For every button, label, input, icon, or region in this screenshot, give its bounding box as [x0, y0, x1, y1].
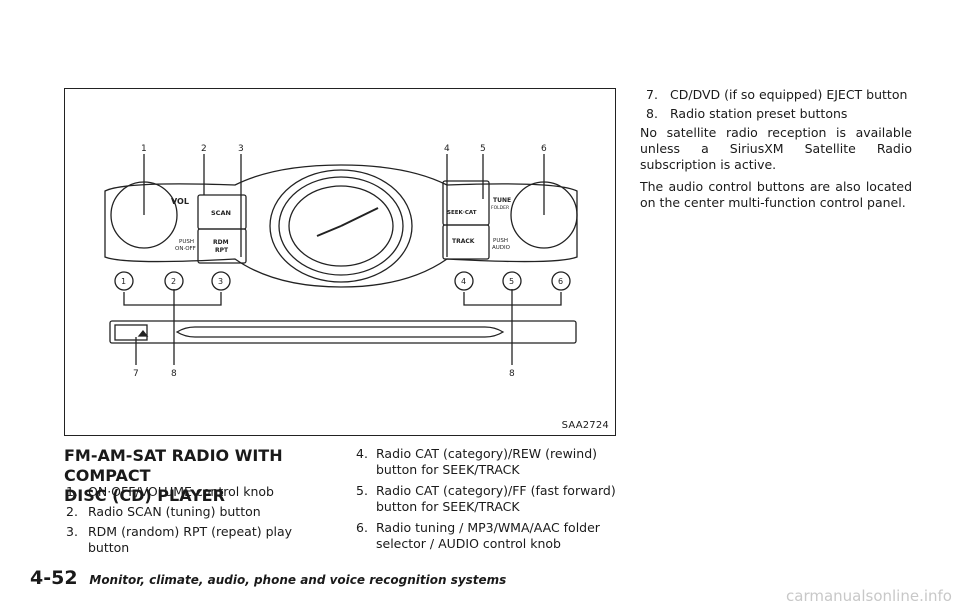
- list-item-text: Radio SCAN (tuning) button: [88, 504, 261, 519]
- rpt-label: RPT: [215, 247, 229, 254]
- list-item: 4. Radio CAT (category)/REW (rewind) butt…: [356, 446, 618, 478]
- folder-label: FOLDER: [491, 205, 509, 211]
- section-title: FM-AM-SAT RADIO WITH COMPACT DISC (CD) P…: [64, 446, 344, 506]
- track-label: TRACK: [452, 238, 475, 245]
- vol-label: VOL: [171, 197, 189, 206]
- callout-5: 5: [480, 144, 486, 154]
- list-item: 8. Radio station preset buttons: [640, 106, 912, 122]
- list-item-number: 2.: [66, 504, 78, 519]
- preset-6-label: 6: [558, 277, 563, 286]
- list-item: 5. Radio CAT (category)/FF (fast forward)…: [356, 483, 618, 515]
- list-item-number: 7.: [646, 87, 658, 102]
- callout-8-right: 8: [509, 369, 515, 379]
- radio-figure: 1 2 3 4 5 6 1 2 3 4 5 6 7 8 8 VOL PUSH O…: [64, 88, 616, 436]
- callout-7: 7: [133, 369, 139, 379]
- watermark: carmanualsonline.info: [786, 587, 952, 605]
- list-item: 1. ON·OFF/VOLUME control knob: [66, 484, 336, 500]
- figure-code: SAA2724: [561, 420, 609, 431]
- list-item: 2. Radio SCAN (tuning) button: [66, 504, 336, 520]
- tune-label: TUNE: [493, 197, 511, 204]
- list-item: 7. CD/DVD (if so equipped) EJECT button: [640, 87, 912, 103]
- list-item-text: ON·OFF/VOLUME control knob: [88, 484, 274, 499]
- satellite-note: No satellite radio reception is availabl…: [640, 125, 912, 172]
- list-item-text: Radio CAT (category)/FF (fast forward) b…: [376, 483, 616, 514]
- preset-3-label: 3: [218, 277, 223, 286]
- section-title-line-2: DISC (CD) PLAYER: [64, 486, 225, 505]
- control-panel-note: The audio control buttons are also locat…: [640, 179, 912, 210]
- callout-6: 6: [541, 144, 547, 154]
- list-item-text: Radio CAT (category)/REW (rewind) button…: [376, 446, 598, 477]
- list-item-text: CD/DVD (if so equipped) EJECT button: [670, 87, 908, 102]
- section-title-line-1: FM-AM-SAT RADIO WITH COMPACT: [64, 446, 283, 485]
- list-item-text: Radio station preset buttons: [670, 106, 848, 121]
- footer-text: Monitor, climate, audio, phone and voice…: [89, 573, 507, 587]
- callout-4: 4: [444, 144, 450, 154]
- callout-3: 3: [238, 144, 244, 154]
- preset-2-label: 2: [171, 277, 176, 286]
- page-footer: 4-52 Monitor, climate, audio, phone and …: [30, 567, 506, 589]
- list-item-number: 4.: [356, 446, 368, 461]
- callout-2: 2: [201, 144, 207, 154]
- list-item-number: 5.: [356, 483, 368, 498]
- list-item: 3. RDM (random) RPT (repeat) play button: [66, 524, 336, 556]
- preset-5-label: 5: [509, 277, 514, 286]
- audio-label: AUDIO: [492, 245, 511, 251]
- preset-4-label: 4: [461, 277, 466, 286]
- push-label-left: PUSH: [179, 239, 194, 245]
- list-item-text: Radio tuning / MP3/WMA/AAC folder select…: [376, 520, 600, 551]
- feature-list-middle: 4. Radio CAT (category)/REW (rewind) butt…: [356, 446, 618, 557]
- list-item-number: 1.: [66, 484, 78, 499]
- list-item-number: 3.: [66, 524, 78, 539]
- scan-label: SCAN: [211, 209, 231, 217]
- page-number: 4-52: [30, 567, 78, 589]
- callout-1: 1: [141, 144, 147, 154]
- preset-1-label: 1: [121, 277, 126, 286]
- list-item-text: RDM (random) RPT (repeat) play button: [88, 524, 293, 555]
- on-off-label: ON·OFF: [175, 246, 196, 252]
- seek-cat-label: SEEK·CAT: [447, 210, 477, 216]
- feature-list-right: 7. CD/DVD (if so equipped) EJECT button 8…: [640, 87, 912, 125]
- rdm-label: RDM: [213, 239, 229, 246]
- list-item: 6. Radio tuning / MP3/WMA/AAC folder sele…: [356, 520, 618, 552]
- feature-list-left: 1. ON·OFF/VOLUME control knob 2. Radio SCA…: [66, 484, 336, 560]
- push-label-right: PUSH: [493, 238, 508, 244]
- list-item-number: 8.: [646, 106, 658, 121]
- callout-8-left: 8: [171, 369, 177, 379]
- radio-diagram: 1 2 3 4 5 6 1 2 3 4 5 6 7 8 8 VOL PUSH O…: [104, 144, 578, 379]
- list-item-number: 6.: [356, 520, 368, 535]
